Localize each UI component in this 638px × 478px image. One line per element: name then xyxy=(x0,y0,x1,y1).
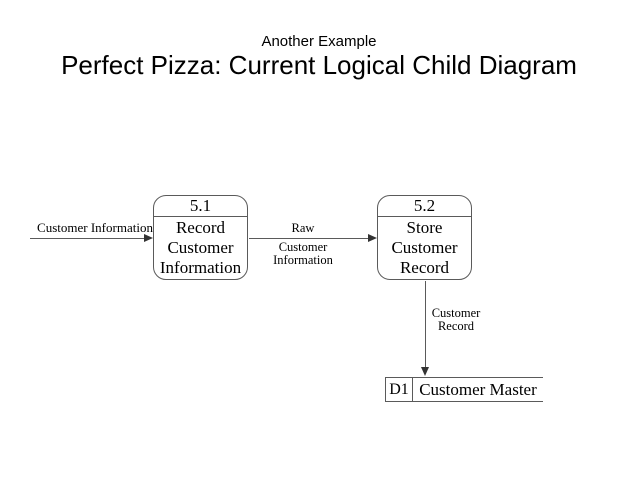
flow-label-line: Information xyxy=(273,253,333,267)
process-label-line: Customer xyxy=(391,238,458,257)
process-id: 5.1 xyxy=(154,196,247,217)
flow-label: Customer Information xyxy=(258,241,348,267)
flow-line xyxy=(249,238,368,239)
arrowhead-right-icon xyxy=(144,234,153,242)
process-id: 5.2 xyxy=(378,196,471,217)
process-label: Record Customer Information xyxy=(154,217,247,278)
process-label-line: Record xyxy=(175,218,226,237)
datastore-d1-customer-master: D1 Customer Master xyxy=(385,377,543,402)
flow-label-line: Customer Information xyxy=(37,220,153,235)
flow-label: Customer Record xyxy=(429,307,483,333)
flow-label-line: Raw xyxy=(291,221,315,235)
process-5-1: 5.1 Record Customer Information xyxy=(153,195,248,280)
slide-subtitle: Another Example xyxy=(261,33,377,50)
process-label-line: Customer xyxy=(167,238,234,257)
flow-label: Customer Information xyxy=(37,220,153,235)
datastore-name: Customer Master xyxy=(419,380,537,399)
process-label-line: Store xyxy=(406,218,443,237)
flow-label-line: Customer xyxy=(278,240,328,254)
flow-label-line: Record xyxy=(437,319,475,333)
process-label-line: Information xyxy=(159,258,242,277)
flow-label: Raw xyxy=(258,222,348,235)
process-5-2: 5.2 Store Customer Record xyxy=(377,195,472,280)
flow-line xyxy=(30,238,145,239)
arrowhead-down-icon xyxy=(421,367,429,376)
process-label-line: Record xyxy=(399,258,450,277)
slide-title: Perfect Pizza: Current Logical Child Dia… xyxy=(61,50,577,80)
flow-line xyxy=(425,281,426,368)
datastore-id: D1 xyxy=(386,378,413,401)
process-label: Store Customer Record xyxy=(378,217,471,278)
arrowhead-right-icon xyxy=(368,234,377,242)
flow-label-line: Customer xyxy=(431,306,481,320)
